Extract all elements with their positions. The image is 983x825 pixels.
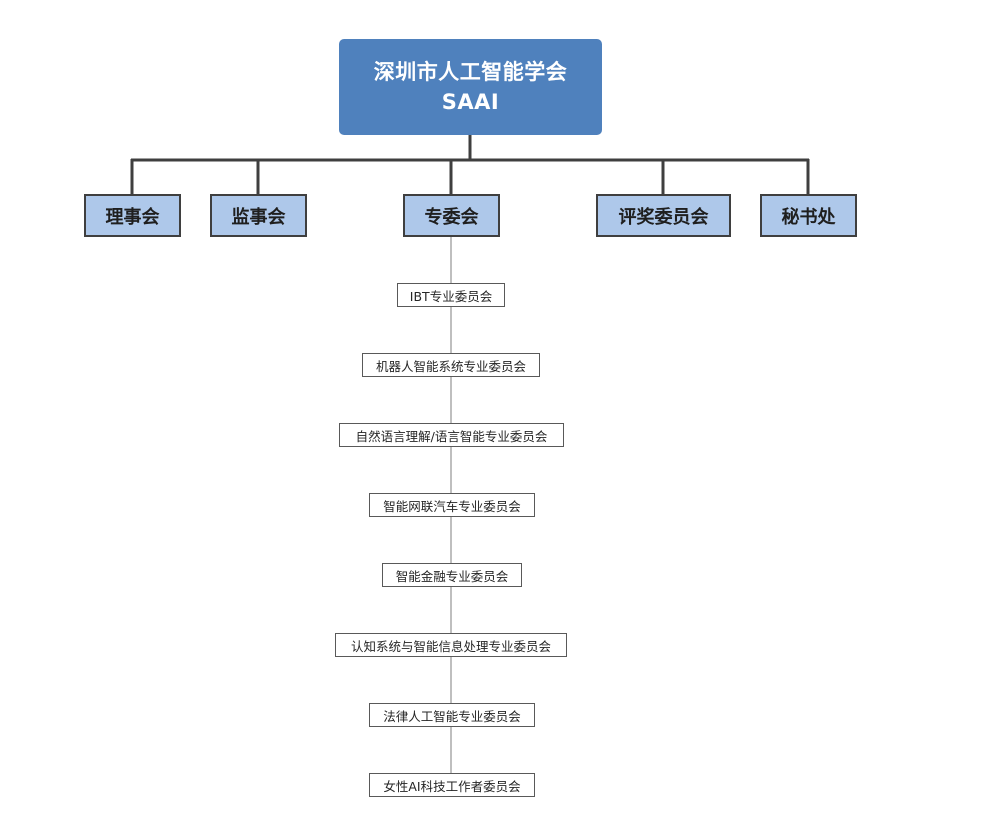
branch-node-committees: 专委会	[403, 194, 500, 237]
branch-node-awards: 评奖委员会	[596, 194, 731, 237]
committee-node: 法律人工智能专业委员会	[369, 703, 535, 727]
committee-node: 智能金融专业委员会	[382, 563, 522, 587]
root-node: 深圳市人工智能学会 SAAI	[339, 39, 602, 135]
root-title: 深圳市人工智能学会	[373, 60, 568, 84]
committee-node: 自然语言理解/语言智能专业委员会	[339, 423, 564, 447]
branch-node-secretariat: 秘书处	[760, 194, 857, 237]
committee-node: IBT专业委员会	[397, 283, 505, 307]
branch-node-board: 理事会	[84, 194, 181, 237]
branch-node-supervisors: 监事会	[210, 194, 307, 237]
root-subtitle: SAAI	[441, 90, 500, 114]
committee-node: 机器人智能系统专业委员会	[362, 353, 540, 377]
committee-node: 认知系统与智能信息处理专业委员会	[335, 633, 567, 657]
committee-node: 智能网联汽车专业委员会	[369, 493, 535, 517]
committee-node: 女性AI科技工作者委员会	[369, 773, 535, 797]
